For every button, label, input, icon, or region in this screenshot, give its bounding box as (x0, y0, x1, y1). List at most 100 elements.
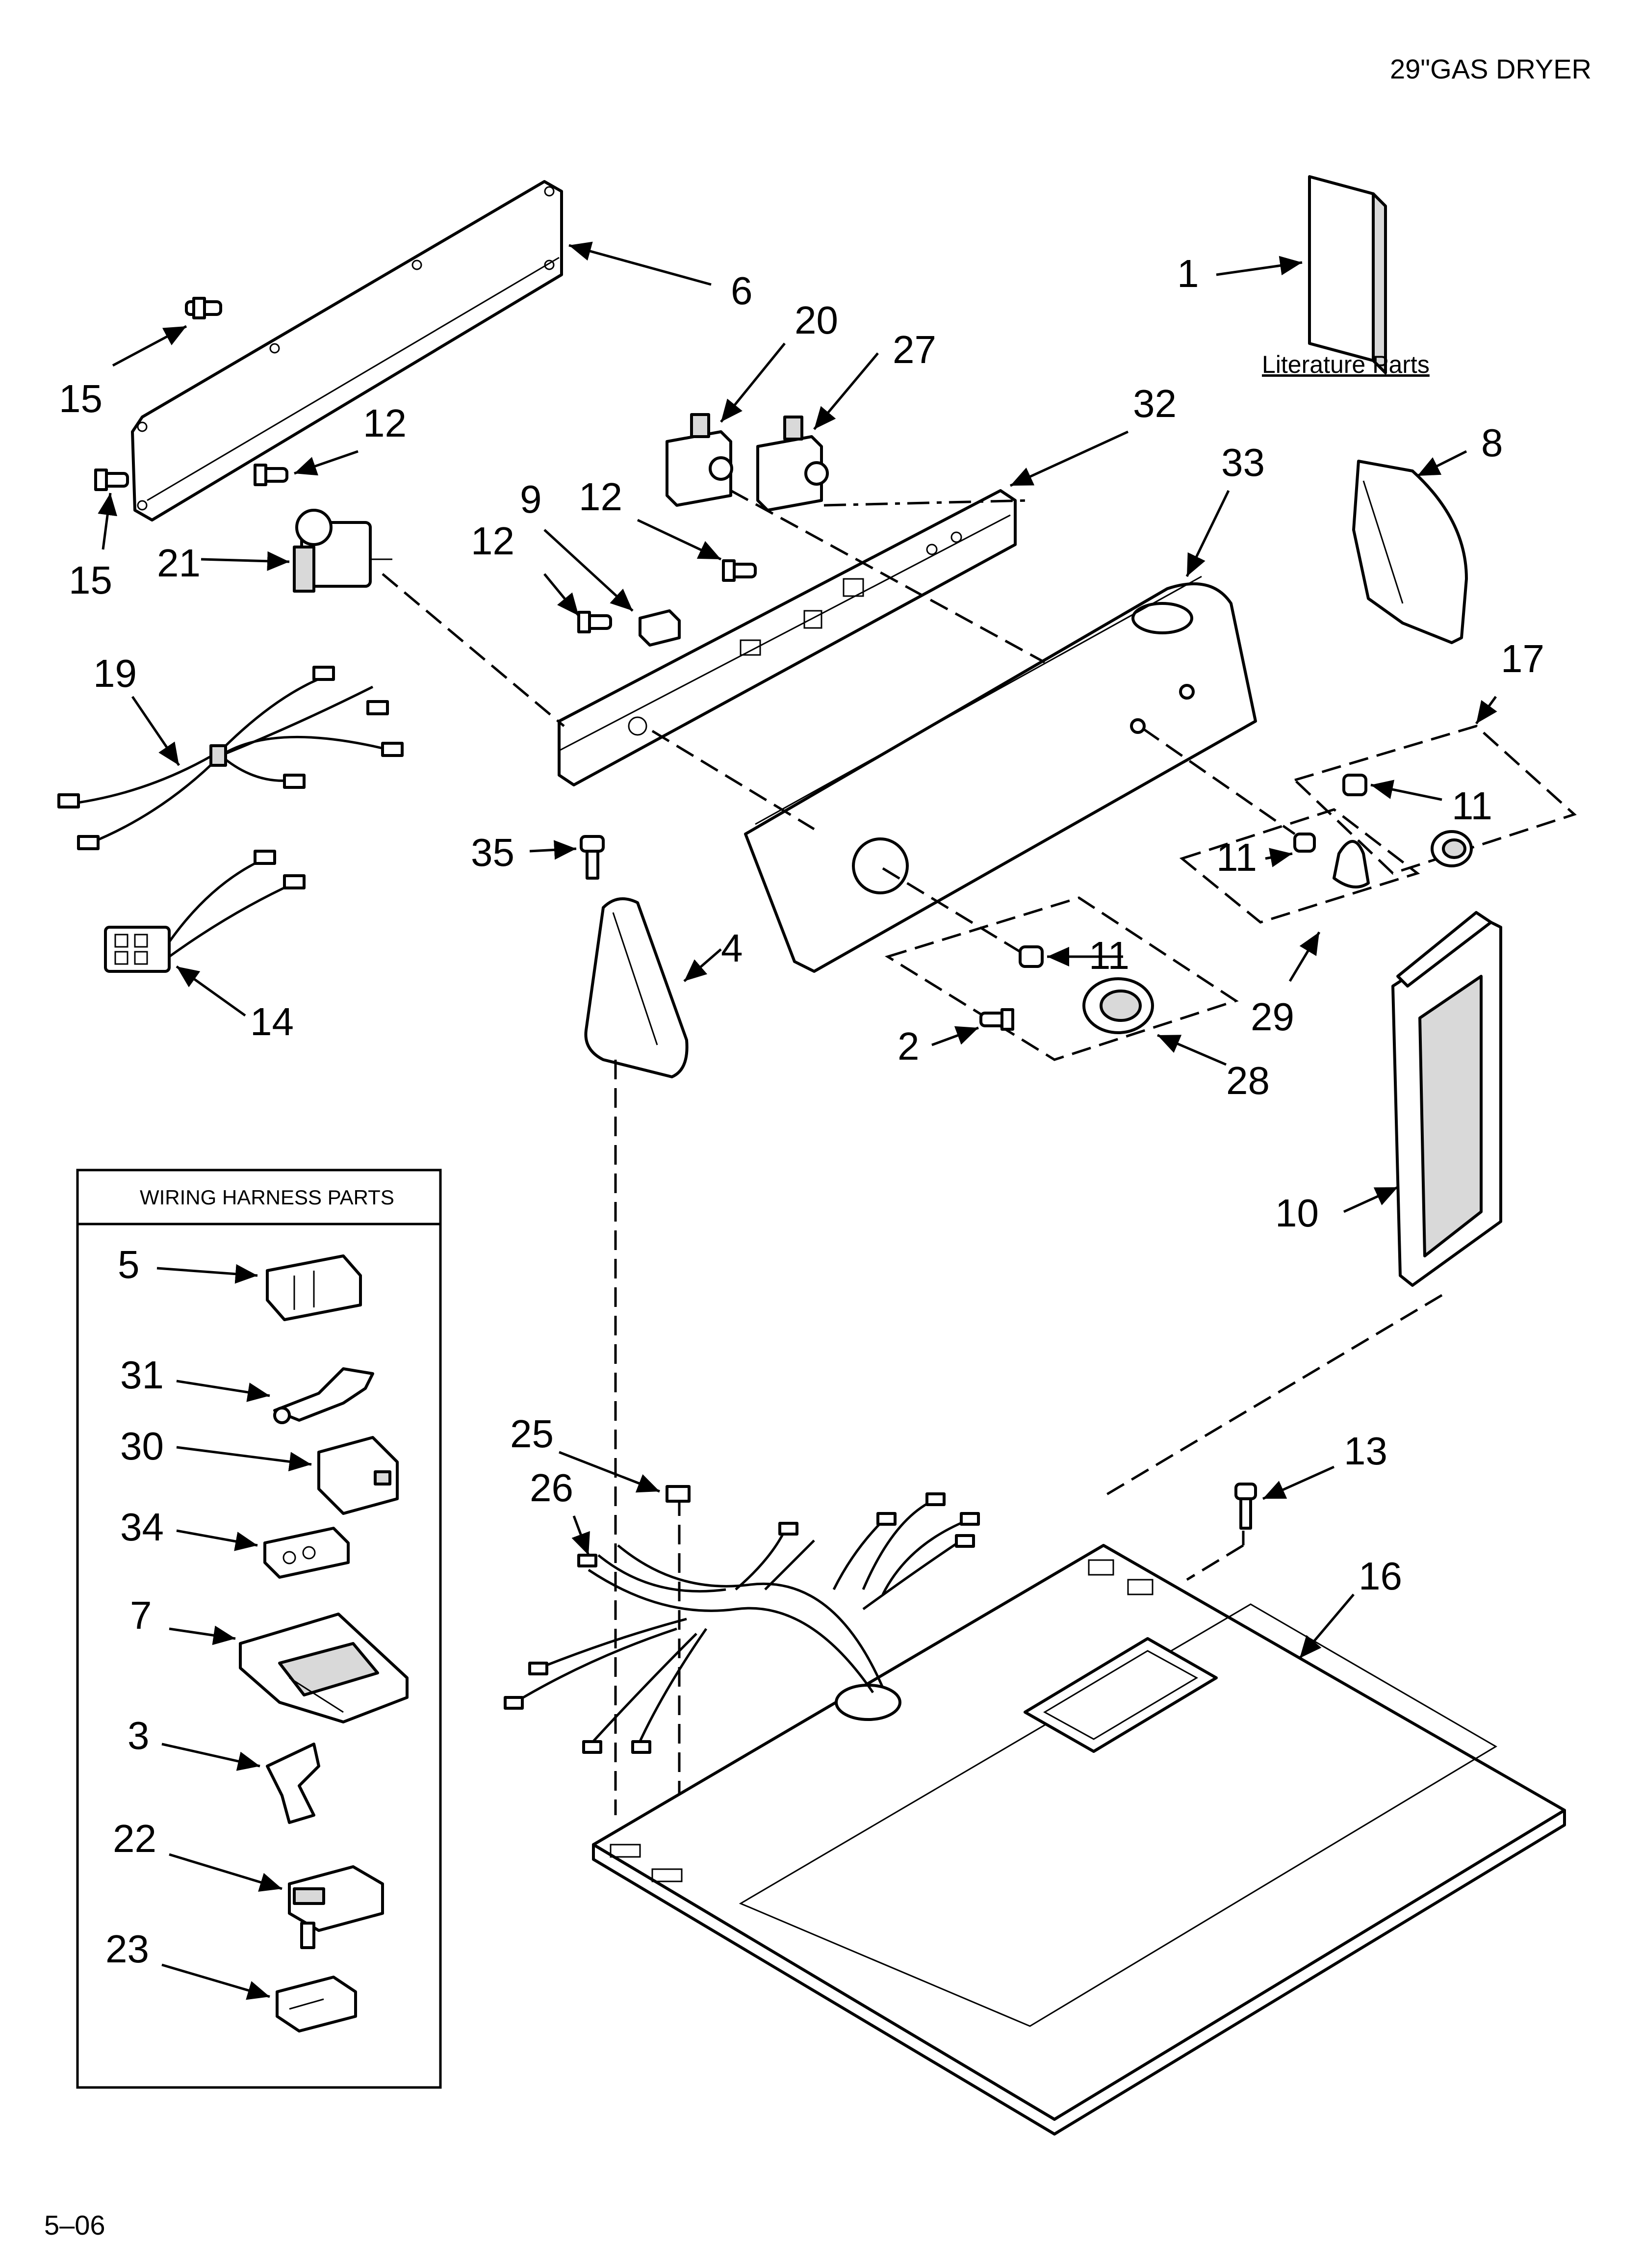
clip-9 (639, 609, 681, 647)
leader-8 (1416, 450, 1467, 477)
diagram-title: 29"GAS DRYER (1390, 53, 1591, 84)
callout-15-upper: 15 (59, 377, 103, 420)
leader-19 (131, 696, 180, 766)
main-harness-26 (504, 1492, 980, 1754)
literature-label: Literature Parts (1262, 351, 1430, 378)
callout-15-lower: 15 (69, 558, 112, 602)
switch-20 (666, 413, 733, 507)
callout-29: 29 (1251, 995, 1294, 1039)
spring-11-middle (1293, 833, 1316, 853)
lint-screen-10 (1391, 911, 1502, 1287)
terminal-31 (273, 1367, 374, 1424)
callout-2: 2 (898, 1024, 920, 1068)
callout-22: 22 (113, 1817, 156, 1860)
leader-12-left (294, 450, 359, 476)
switch-27 (756, 416, 829, 512)
assembly-line-timer (382, 573, 565, 727)
assembly-line-screw13b (1186, 1544, 1244, 1581)
callout-32: 32 (1133, 382, 1177, 425)
screw-35 (580, 835, 605, 880)
screw-12-left (254, 464, 288, 486)
leader-11-top (1370, 780, 1442, 801)
leader-22 (169, 1853, 282, 1892)
wiring-box-title: WIRING HARNESS PARTS (140, 1186, 394, 1209)
connector-34 (263, 1527, 350, 1579)
leader-34 (176, 1529, 258, 1551)
leader-5 (156, 1264, 258, 1284)
callout-25: 25 (510, 1412, 554, 1456)
screw-12-middle (577, 611, 612, 633)
knob-group-28-box (884, 896, 1239, 1061)
dryer-top-16 (592, 1544, 1566, 2136)
callout-10: 10 (1275, 1191, 1319, 1235)
leader-27 (813, 352, 879, 430)
knob-group-29-box (1179, 808, 1420, 924)
leader-29 (1288, 931, 1321, 982)
screw-12-right (722, 559, 757, 582)
leader-6 (568, 241, 712, 286)
leader-7 (169, 1625, 236, 1645)
leader-11-middle (1265, 848, 1293, 867)
callout-12-left: 12 (363, 401, 407, 445)
literature-booklet (1308, 175, 1387, 374)
callout-12-middle: 12 (471, 519, 514, 563)
leader-12-middle (543, 573, 580, 617)
callout-8: 8 (1481, 421, 1503, 465)
callout-11-bottom: 11 (1089, 934, 1129, 977)
connector-5 (266, 1254, 362, 1321)
callout-4: 4 (721, 926, 743, 970)
leader-15-upper (112, 325, 187, 367)
control-bracket-32 (558, 489, 1017, 786)
leader-25 (559, 1451, 660, 1493)
leader-9 (543, 529, 634, 612)
leader-20 (720, 342, 786, 423)
connector-30 (317, 1436, 399, 1515)
callout-11-top: 11 (1452, 784, 1492, 828)
callout-1: 1 (1177, 252, 1199, 295)
callout-5: 5 (118, 1243, 140, 1286)
end-cap-4 (584, 897, 689, 1078)
clip-25 (666, 1485, 691, 1503)
assembly-line-27 (823, 499, 1030, 507)
callout-33: 33 (1221, 441, 1265, 484)
assembly-line-knob17 (1142, 727, 1296, 835)
rear-bracket-panel (131, 180, 563, 521)
wiring-harness-box (76, 1169, 442, 2089)
end-cap-8 (1352, 460, 1468, 644)
callout-16: 16 (1359, 1554, 1402, 1598)
connector-22 (288, 1865, 384, 1949)
callout-3: 3 (128, 1714, 150, 1757)
callout-14: 14 (250, 1000, 294, 1043)
callout-26: 26 (530, 1466, 573, 1510)
leader-10 (1343, 1186, 1399, 1213)
wire-harness-14 (104, 850, 306, 973)
knob-28 (1082, 977, 1154, 1034)
callout-9: 9 (520, 477, 542, 521)
callout-27: 27 (893, 328, 936, 371)
leader-35 (529, 840, 577, 860)
callout-34: 34 (120, 1505, 164, 1549)
screw-15-upper (185, 297, 222, 319)
callout-17: 17 (1501, 637, 1544, 680)
callout-23: 23 (105, 1927, 149, 1971)
leader-3 (161, 1743, 260, 1771)
leader-2 (931, 1026, 979, 1046)
leader-12-right (637, 519, 722, 561)
timer-21 (293, 509, 392, 593)
knob-29 (1333, 840, 1370, 888)
callout-6: 6 (731, 269, 753, 313)
console-panel-33 (744, 575, 1257, 973)
knob-17 (1431, 830, 1473, 867)
callout-31: 31 (120, 1353, 164, 1397)
callout-12-right: 12 (579, 475, 622, 519)
spring-11-top (1342, 774, 1367, 796)
knob-group-17-box (1292, 725, 1577, 875)
callout-30: 30 (120, 1424, 164, 1468)
screw-13 (1234, 1483, 1257, 1530)
callout-7: 7 (130, 1593, 152, 1637)
connector-7 (239, 1613, 409, 1723)
connector-23 (276, 1976, 357, 2033)
assembly-line-switches (730, 489, 1046, 664)
leader-15-lower (98, 493, 118, 550)
